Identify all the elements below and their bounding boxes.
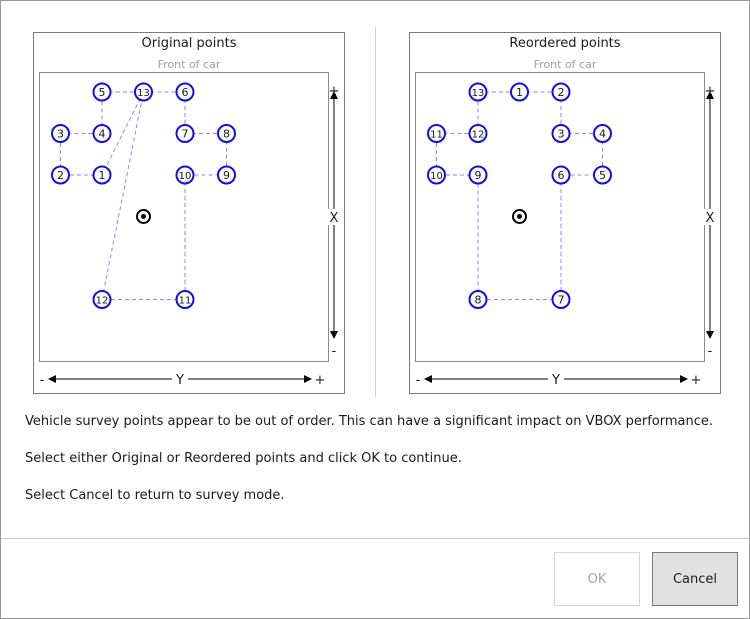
survey-point: 10 [175, 165, 195, 185]
survey-point: 5 [593, 165, 612, 185]
original-axes: X + - Y - + [40, 84, 341, 388]
survey-point: 2 [51, 165, 70, 185]
y-axis-arrow-left-icon [48, 375, 56, 383]
survey-point-label: 8 [475, 294, 482, 307]
survey-point-label: 11 [430, 130, 443, 141]
survey-point: 8 [468, 290, 488, 309]
survey-point-label: 9 [223, 169, 230, 182]
survey-point: 11 [427, 124, 446, 143]
survey-link [101, 91, 144, 176]
center-target-icon [512, 209, 527, 224]
survey-point: 7 [551, 290, 571, 309]
x-axis-arrow-down-icon [330, 331, 338, 339]
survey-point-label: 12 [96, 296, 109, 307]
front-of-car-label: Front of car [157, 58, 221, 71]
survey-point-label: 12 [472, 130, 485, 141]
survey-point: 6 [175, 82, 195, 102]
survey-point: 13 [134, 82, 153, 102]
survey-point: 12 [92, 290, 112, 309]
survey-point: 11 [175, 290, 195, 309]
survey-point: 6 [551, 165, 571, 185]
survey-point-label: 6 [558, 169, 565, 182]
survey-point-label: 9 [475, 169, 482, 182]
x-axis-arrow-down-icon [706, 331, 714, 339]
survey-point: 9 [468, 165, 488, 185]
y-axis-arrow-left-icon [424, 375, 432, 383]
reordered-axes: X + - Y - + [416, 84, 717, 388]
survey-point-label: 5 [599, 169, 606, 182]
survey-point-label: 13 [137, 88, 150, 99]
survey-point: 5 [92, 82, 112, 102]
survey-point-label: 10 [430, 171, 443, 182]
survey-point: 3 [51, 124, 70, 143]
survey-point-label: 5 [99, 86, 106, 99]
y-axis-minus: - [40, 373, 45, 388]
y-axis-plus: + [691, 373, 702, 388]
survey-point-label: 1 [99, 169, 106, 182]
survey-point-label: 6 [182, 86, 189, 99]
survey-point-label: 11 [179, 296, 192, 307]
survey-point-label: 1 [516, 86, 523, 99]
survey-point-label: 2 [57, 169, 64, 182]
survey-point-label: 13 [472, 88, 485, 99]
x-axis-arrow-up-icon [706, 91, 714, 99]
x-axis-label: X [330, 211, 339, 226]
survey-point: 9 [217, 165, 236, 185]
survey-point: 10 [427, 165, 446, 185]
survey-point: 7 [175, 124, 195, 143]
survey-point: 2 [551, 82, 571, 102]
survey-link [101, 91, 144, 300]
survey-point-label: 8 [223, 128, 230, 141]
x-axis-minus: - [332, 344, 337, 359]
y-axis-label: Y [551, 373, 560, 388]
survey-point-label: 4 [99, 128, 106, 141]
instruction-message: Select either Original or Reordered poin… [25, 451, 462, 466]
center-target-icon [136, 209, 151, 224]
y-axis-arrow-right-icon [304, 375, 312, 383]
survey-point: 3 [551, 124, 571, 143]
x-axis-plus: + [705, 84, 716, 99]
cancel-button[interactable]: Cancel [652, 552, 738, 606]
y-axis-minus: - [416, 373, 421, 388]
survey-point-label: 7 [182, 128, 189, 141]
reordered-points-title: Reordered points [509, 36, 621, 51]
x-axis-minus: - [708, 344, 713, 359]
x-axis-arrow-up-icon [330, 91, 338, 99]
survey-point-label: 3 [57, 128, 64, 141]
survey-point: 1 [510, 82, 529, 102]
x-axis-label: X [706, 211, 715, 226]
survey-point: 4 [92, 124, 112, 143]
y-axis-label: Y [175, 373, 184, 388]
survey-point: 4 [593, 124, 612, 143]
x-axis-plus: + [329, 84, 340, 99]
survey-point-label: 3 [558, 128, 565, 141]
footer-separator [1, 538, 749, 539]
survey-point: 13 [468, 82, 488, 102]
survey-point-label: 10 [179, 171, 192, 182]
survey-point-label: 4 [599, 128, 606, 141]
cancel-instruction-message: Select Cancel to return to survey mode. [25, 488, 285, 503]
y-axis-arrow-right-icon [680, 375, 688, 383]
survey-point: 12 [468, 124, 488, 143]
survey-point: 8 [217, 124, 236, 143]
survey-point-label: 2 [558, 86, 565, 99]
y-axis-plus: + [315, 373, 326, 388]
survey-point: 1 [92, 165, 112, 185]
front-of-car-label: Front of car [533, 58, 597, 71]
panel-divider [375, 27, 376, 397]
ok-button[interactable]: OK [554, 552, 640, 606]
original-points-title: Original points [141, 36, 237, 51]
warning-message: Vehicle survey points appear to be out o… [25, 414, 714, 429]
survey-point-label: 7 [558, 294, 565, 307]
